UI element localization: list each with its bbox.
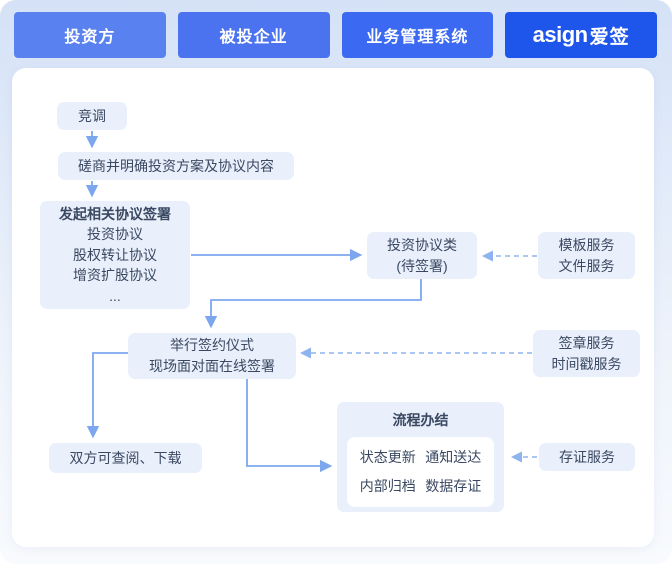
node-initiate-agreements: 发起相关协议签署 投资协议 股权转让协议 增资扩股协议 ... — [40, 201, 190, 309]
evidence-service-label: 存证服务 — [559, 448, 615, 465]
node-process-completion: 流程办结 状态更新 通知送达 内部归档 数据存证 — [337, 402, 504, 512]
node-signing-ceremony-line2: 现场面对面在线签署 — [149, 358, 275, 374]
file-service-label: 文件服务 — [558, 257, 615, 274]
node-process-completion-title: 流程办结 — [392, 412, 449, 428]
completion-item-data-deposit: 数据存证 — [425, 478, 482, 494]
node-negotiate-plan-label: 磋商并明确投资方案及协议内容 — [78, 157, 274, 174]
seal-service-label: 签章服务 — [558, 334, 615, 351]
lane-investor: 投资方 — [14, 12, 166, 58]
node-due-diligence-label: 竞调 — [78, 107, 106, 124]
node-initiate-agreements-title: 发起相关协议签署 — [59, 205, 171, 222]
lane-business-system: 业务管理系统 — [341, 12, 494, 58]
completion-item-status-update: 状态更新 — [359, 449, 416, 465]
agreement-item: 增资扩股协议 — [73, 267, 157, 284]
asign-logo-cn: 爱签 — [589, 26, 630, 48]
process-completion-items: 状态更新 通知送达 内部归档 数据存证 — [347, 437, 494, 507]
node-seal-timestamp-service: 签章服务 时间戳服务 — [533, 330, 640, 377]
completion-item-archive: 内部归档 — [359, 478, 416, 494]
timestamp-service-label: 时间戳服务 — [551, 355, 622, 372]
agreement-item: 投资协议 — [87, 226, 143, 243]
node-both-parties-view-download: 双方可查阅、下载 — [49, 443, 202, 473]
asign-logo-text: asign — [532, 22, 588, 47]
completion-item-notification: 通知送达 — [425, 449, 482, 465]
node-evidence-service: 存证服务 — [539, 443, 635, 471]
node-due-diligence: 竞调 — [57, 102, 127, 130]
node-pending-line2: (待签署) — [396, 257, 448, 274]
agreement-item: 股权转让协议 — [73, 246, 157, 263]
lane-investor-label: 投资方 — [64, 29, 116, 46]
node-negotiate-plan: 磋商并明确投资方案及协议内容 — [58, 152, 294, 180]
node-view-download-label: 双方可查阅、下载 — [69, 449, 182, 466]
lane-asign-logo: asign 爱签 — [505, 12, 657, 58]
node-investment-agreements-pending: 投资协议类 (待签署) — [367, 232, 477, 279]
lane-investee: 被投企业 — [177, 12, 330, 58]
swimlane-header: 投资方 被投企业 业务管理系统 asign 爱签 — [14, 12, 657, 58]
lane-business-system-label: 业务管理系统 — [366, 29, 469, 46]
node-pending-line1: 投资协议类 — [387, 236, 457, 253]
template-service-label: 模板服务 — [558, 236, 615, 253]
lane-investee-label: 被投企业 — [219, 29, 288, 46]
node-template-file-service: 模板服务 文件服务 — [538, 232, 635, 279]
node-signing-ceremony-line1: 举行签约仪式 — [170, 337, 254, 353]
agreement-item-ellipsis: ... — [109, 287, 121, 304]
node-signing-ceremony: 举行签约仪式 现场面对面在线签署 — [128, 333, 296, 379]
